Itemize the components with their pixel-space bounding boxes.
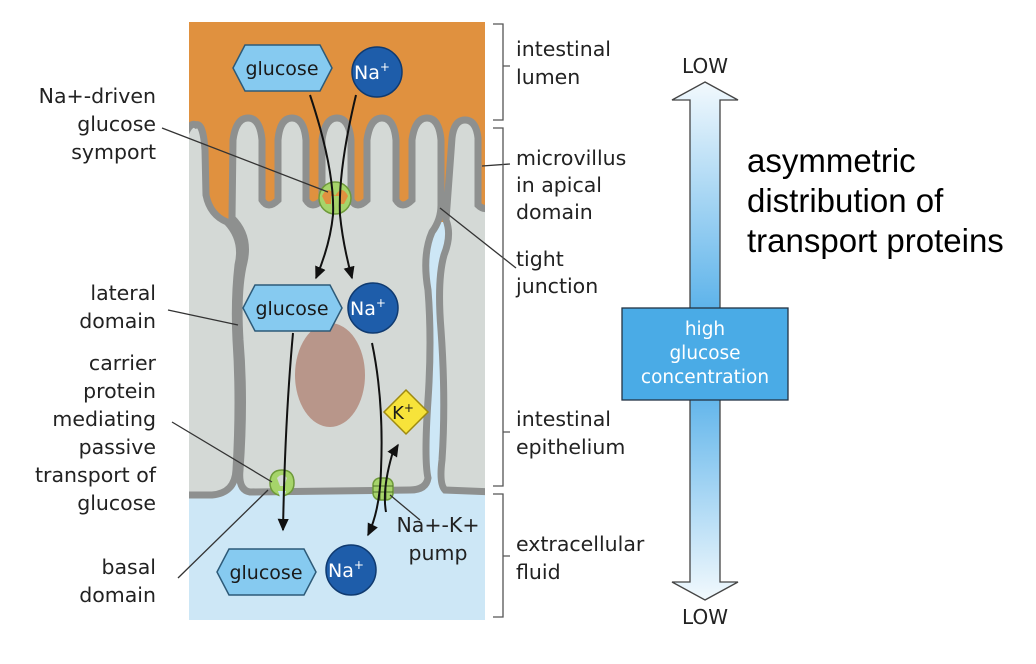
leader-carrier bbox=[171, 421, 273, 483]
svg-text:K+: K+ bbox=[392, 401, 414, 424]
label-line: protein bbox=[83, 379, 156, 403]
label-line: domain bbox=[79, 583, 156, 607]
label-line: fluid bbox=[516, 560, 561, 584]
glucose-exit-arrow bbox=[277, 332, 294, 532]
bracket-extracellular bbox=[493, 493, 510, 618]
label-line: high bbox=[685, 319, 725, 340]
glucose-label: glucose bbox=[245, 58, 318, 80]
svg-text:Na+: Na+ bbox=[354, 60, 390, 84]
high-concentration-label: high glucose concentration bbox=[641, 319, 769, 388]
sodium-charge: + bbox=[380, 60, 390, 74]
leader-pump bbox=[389, 494, 421, 521]
region-brackets bbox=[493, 23, 510, 618]
label-lateral-domain: lateral domain bbox=[79, 281, 156, 333]
label-line: pump bbox=[409, 541, 468, 565]
leader-symport bbox=[161, 127, 329, 193]
leader-microvillus bbox=[481, 163, 511, 167]
high-concentration-box bbox=[621, 307, 789, 401]
label-line: junction bbox=[515, 274, 598, 298]
label-tight-junction: tight junction bbox=[515, 247, 598, 298]
arrow-up-low bbox=[671, 81, 739, 311]
transport-arrows bbox=[277, 94, 399, 537]
label-line: Na+-driven bbox=[39, 84, 156, 108]
label-line: microvillus bbox=[516, 146, 626, 170]
cell-right-partial bbox=[436, 116, 485, 496]
glucose-label: glucose bbox=[229, 562, 302, 584]
na-k-pump-protein bbox=[372, 477, 394, 501]
sodium-charge: + bbox=[354, 558, 364, 572]
label-line: intestinal bbox=[516, 37, 611, 61]
label-line: symport bbox=[71, 140, 156, 164]
right-labels: intestinal lumen microvillus in apical doma… bbox=[515, 37, 645, 584]
label-line: domain bbox=[79, 309, 156, 333]
symport-protein bbox=[318, 181, 352, 215]
svg-text:Na+: Na+ bbox=[328, 558, 364, 582]
label-intestinal-lumen: intestinal lumen bbox=[516, 37, 611, 89]
sodium-label: Na bbox=[354, 62, 380, 84]
label-basal-domain: basal domain bbox=[79, 555, 156, 607]
sodium-label: Na bbox=[350, 298, 376, 320]
label-na-k-pump: Na+-K+ pump bbox=[396, 513, 479, 565]
bracket-epithelium bbox=[493, 127, 510, 487]
title-line: transport proteins bbox=[747, 222, 1004, 259]
title-line: asymmetric bbox=[747, 142, 916, 179]
label-line: lumen bbox=[516, 65, 580, 89]
label-line: transport of bbox=[35, 463, 157, 487]
sodium-charge: + bbox=[376, 296, 386, 310]
label-extracellular-fluid: extracellular fluid bbox=[516, 532, 645, 584]
leader-basal bbox=[177, 489, 269, 579]
potassium-ion: K+ bbox=[382, 388, 430, 436]
label-line: tight bbox=[516, 247, 564, 271]
label-symport: Na+-driven glucose symport bbox=[39, 84, 156, 164]
sodium-ion-lumen: Na+ bbox=[351, 46, 403, 98]
cell-left-partial bbox=[189, 120, 244, 499]
potassium-entry-arrow bbox=[383, 443, 399, 513]
label-line: domain bbox=[516, 200, 593, 224]
passive-carrier-protein bbox=[269, 469, 295, 497]
left-labels: Na+-driven glucose symport lateral domain c… bbox=[35, 84, 157, 607]
bracket-lumen bbox=[493, 23, 510, 121]
label-line: glucose bbox=[669, 343, 740, 364]
sodium-exit-arrow bbox=[367, 342, 383, 537]
label-line: mediating bbox=[52, 407, 156, 431]
title-line: distribution of bbox=[747, 182, 944, 219]
label-carrier-protein: carrier protein mediating passive transport … bbox=[35, 351, 157, 515]
glucose-entry-arrow bbox=[309, 94, 335, 280]
glucose-label: glucose bbox=[255, 298, 328, 320]
arrow-down-low bbox=[671, 389, 739, 601]
sodium-ion-cell: Na+ bbox=[347, 282, 399, 334]
label-line: extracellular bbox=[516, 532, 645, 556]
glucose-molecule-lumen: glucose bbox=[232, 44, 333, 92]
low-top-label: LOW bbox=[682, 54, 728, 78]
label-line: glucose bbox=[77, 491, 156, 515]
glucose-molecule-cell: glucose bbox=[242, 284, 343, 332]
nucleus bbox=[295, 323, 365, 427]
label-line: carrier bbox=[89, 351, 157, 375]
label-line: glucose bbox=[77, 112, 156, 136]
sodium-entry-arrow bbox=[338, 94, 357, 280]
label-line: in apical bbox=[516, 173, 602, 197]
svg-text:Na+: Na+ bbox=[350, 296, 386, 320]
label-intestinal-epithelium: intestinal epithelium bbox=[516, 407, 625, 459]
label-line: passive bbox=[79, 435, 156, 459]
label-microvillus: microvillus in apical domain bbox=[516, 146, 626, 224]
label-line: concentration bbox=[641, 367, 769, 388]
sodium-label: Na bbox=[328, 560, 354, 582]
label-line: basal bbox=[101, 555, 156, 579]
glucose-molecule-extracellular: glucose bbox=[216, 548, 317, 596]
label-line: epithelium bbox=[516, 435, 625, 459]
low-bottom-label: LOW bbox=[682, 605, 728, 629]
leader-lateral bbox=[167, 309, 239, 326]
potassium-label: K bbox=[392, 403, 405, 424]
label-line: lateral bbox=[90, 281, 156, 305]
label-line: intestinal bbox=[516, 407, 611, 431]
label-line: Na+-K+ bbox=[396, 513, 479, 537]
potassium-charge: + bbox=[404, 401, 414, 415]
sodium-ion-extracellular: Na+ bbox=[325, 544, 377, 596]
concentration-gradient-arrow: high glucose concentration LOW LOW bbox=[621, 54, 789, 629]
